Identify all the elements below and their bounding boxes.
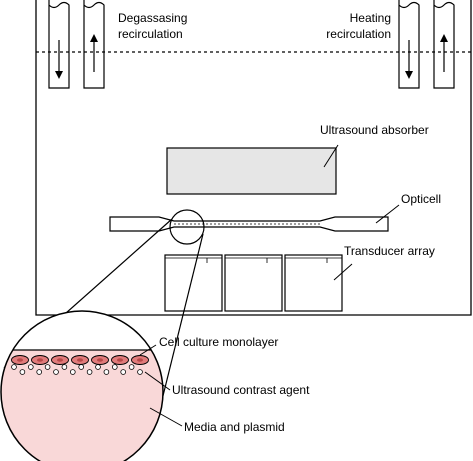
contrast-agent-bubble — [86, 369, 93, 375]
contrast-agent-bubble — [103, 369, 110, 375]
contrast-agent-bubble — [128, 364, 135, 370]
contrast-agent-bubble — [95, 364, 101, 370]
cell-nucleus — [57, 358, 63, 362]
heating-tubes — [398, 0, 455, 89]
contrast-agent-bubble — [61, 364, 68, 370]
contrast-agent-bubble — [27, 364, 34, 370]
absorber-leader-line — [323, 144, 339, 168]
magnified-view — [1, 311, 163, 461]
monolayer-label: Cell culture monolayer — [159, 335, 278, 349]
contrast-agent-bubble — [11, 364, 17, 370]
cells-layer — [11, 355, 149, 365]
bubbles-layer — [11, 364, 143, 375]
transducer-leader-line — [333, 263, 353, 281]
cell-nucleus — [137, 358, 143, 362]
tank-outline — [35, 0, 472, 316]
cell-nucleus — [117, 358, 123, 362]
heating-label-line2: recirculation — [326, 27, 391, 41]
contrast-agent-bubble — [137, 369, 143, 375]
ultrasound-absorber — [166, 147, 337, 195]
transducer-array — [164, 254, 343, 312]
contrast-agent-bubble — [70, 369, 76, 375]
absorber-label: Ultrasound absorber — [320, 123, 429, 137]
cell-nucleus — [97, 358, 103, 362]
zoom-line-right — [159, 233, 204, 409]
monolayer-leader-line — [139, 344, 157, 356]
degassing-tubes — [48, 0, 105, 89]
contrast-agent-bubble — [53, 369, 59, 375]
contrast-agent-bubble — [78, 364, 84, 370]
degassing-label-line1: Degassasing — [118, 11, 187, 25]
heating-label-line1: Heating — [350, 11, 391, 25]
zoom-source-circle — [169, 209, 205, 245]
media-label: Media and plasmid — [184, 420, 285, 434]
opticell-leader-line — [375, 204, 400, 224]
magnified-circle-outline — [0, 310, 164, 461]
contrast-agent-label: Ultrasound contrast agent — [172, 383, 310, 397]
contrast-agent-bubble — [36, 369, 42, 375]
heating-flow-arrows — [405, 34, 448, 79]
degassing-label-line2: recirculation — [118, 27, 183, 41]
opticell — [109, 216, 389, 232]
transducer-label: Transducer array — [344, 244, 435, 258]
degassing-flow-arrows — [55, 34, 98, 79]
cell-nucleus — [37, 358, 43, 362]
cell-nucleus — [17, 358, 23, 362]
contrast-agent-leader-line — [144, 371, 171, 391]
contrast-agent-bubble — [19, 369, 26, 375]
contrast-agent-bubble — [44, 364, 51, 370]
contrast-agent-bubble — [112, 364, 118, 370]
contrast-agent-bubble — [120, 369, 126, 375]
opticell-label: Opticell — [401, 192, 441, 206]
media-leader-line — [149, 407, 183, 427]
cell-nucleus — [77, 358, 83, 362]
